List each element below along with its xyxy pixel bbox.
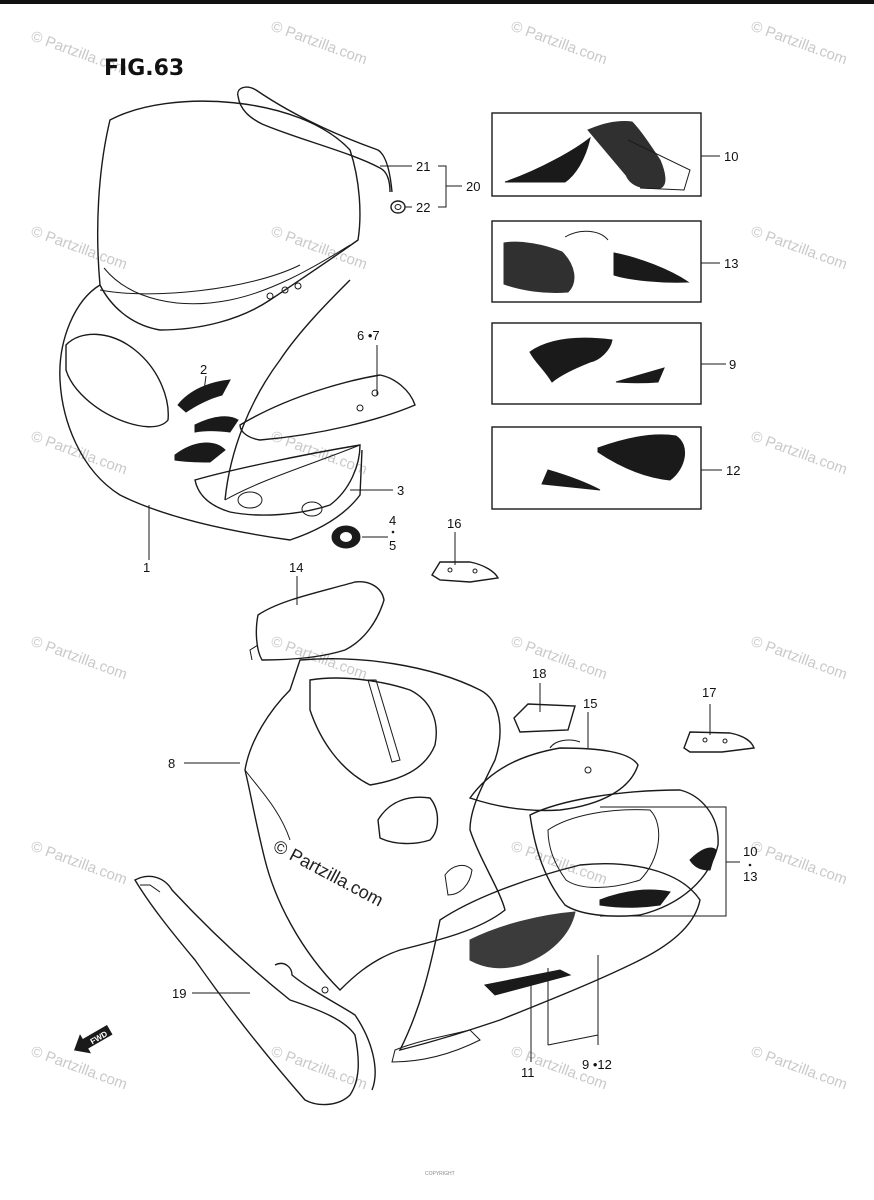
callout-16: 16	[447, 516, 461, 531]
callout-22: 22	[416, 200, 430, 215]
watermark-large: © Partzilla.com	[270, 836, 386, 911]
part-17	[683, 731, 755, 753]
watermark: © Partzilla.com	[509, 633, 610, 684]
callout-11: 11	[521, 1065, 535, 1080]
callout-10: 10	[724, 149, 738, 164]
cushion-nut	[331, 525, 361, 549]
watermark: © Partzilla.com	[29, 223, 130, 274]
callout-14: 14	[289, 560, 303, 575]
watermark: © Partzilla.com	[269, 223, 370, 274]
callout-19: 19	[172, 986, 186, 1001]
decal-set-13	[491, 220, 702, 303]
rubber-grommet	[390, 200, 406, 214]
decal-set-10	[491, 112, 702, 197]
callout-12: 12	[726, 463, 740, 478]
bracket-16	[431, 561, 500, 583]
callout-17: 17	[702, 685, 716, 700]
part-18	[513, 703, 576, 733]
callout-2: 2	[200, 362, 207, 377]
callout-4: 4	[389, 513, 396, 528]
callout-3: 3	[397, 483, 404, 498]
watermark: © Partzilla.com	[29, 633, 130, 684]
callout-10-13-dot	[748, 863, 752, 867]
leader-lines	[148, 155, 740, 1062]
footer-copyright: COPYRIGHT	[425, 1171, 455, 1177]
callout-10-13-top: 10	[743, 844, 757, 859]
windscreen	[237, 86, 393, 193]
watermark: © Partzilla.com	[269, 18, 370, 69]
callout-18: 18	[532, 666, 546, 681]
callout-20: 20	[466, 179, 480, 194]
watermark: © Partzilla.com	[749, 838, 850, 889]
callout-4-5-dot	[391, 530, 395, 534]
callout-1: 1	[143, 560, 150, 575]
fwd-arrow-icon: FWD	[74, 1024, 113, 1054]
inner-panel	[224, 279, 416, 501]
callout-9: 9	[729, 357, 736, 372]
upper-cowling	[59, 100, 363, 541]
under-cowl-11	[391, 863, 701, 1063]
watermark: © Partzilla.com	[269, 428, 370, 479]
part-15	[468, 739, 639, 812]
figure-title: FIG.63	[104, 56, 184, 81]
watermark: © Partzilla.com	[749, 633, 850, 684]
side-cowl-decal-10-13	[529, 789, 719, 917]
lower-cowl-19	[134, 875, 376, 1106]
callout-13: 13	[724, 256, 738, 271]
watermark: © Partzilla.com	[29, 428, 130, 479]
watermark: © Partzilla.com	[509, 18, 610, 69]
watermark: © Partzilla.com	[749, 18, 850, 69]
callout-10-13-bottom: 13	[743, 869, 757, 884]
side-cowl-14	[249, 581, 385, 661]
watermark: © Partzilla.com	[749, 1043, 850, 1094]
watermark-layer: © Partzilla.com © Partzilla.com © Partzi…	[29, 18, 850, 1094]
decal-set-9	[491, 322, 702, 405]
callout-15: 15	[583, 696, 597, 711]
middle-cowl-8	[244, 658, 506, 991]
callout-9-12: 9 •12	[582, 1057, 612, 1072]
callout-8: 8	[168, 756, 175, 771]
callout-21: 21	[416, 159, 430, 174]
watermark: © Partzilla.com	[749, 223, 850, 274]
top-border	[0, 0, 874, 4]
callout-5: 5	[389, 538, 396, 553]
decal-set-12	[491, 426, 702, 510]
callout-6-7: 6 •7	[357, 328, 380, 343]
watermark: © Partzilla.com	[749, 428, 850, 479]
watermark: © Partzilla.com	[29, 838, 130, 889]
watermark: © Partzilla.com	[269, 633, 370, 684]
